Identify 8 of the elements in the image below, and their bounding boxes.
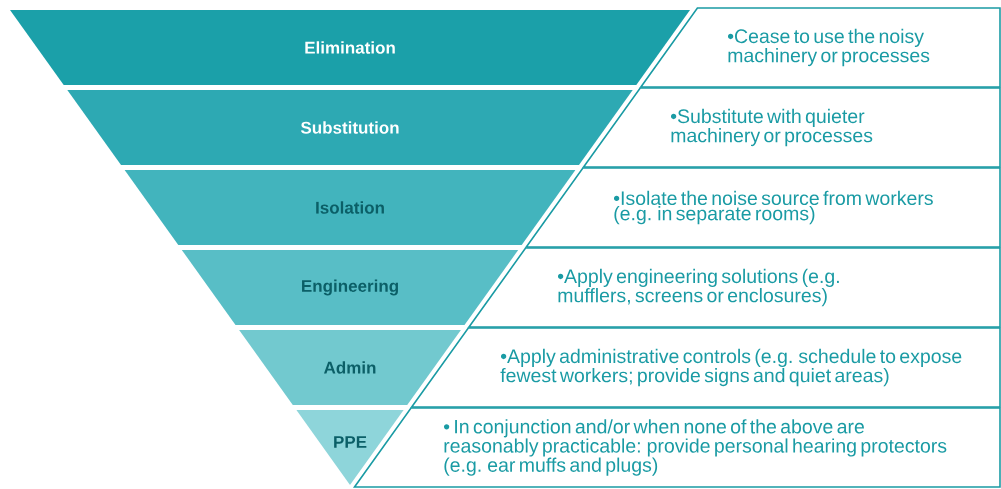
description-box: •Substitute with quieter machinery or processes (582, 87, 1001, 168)
pyramid-band: Substitution (67, 90, 633, 165)
pyramid-band: PPE (296, 410, 404, 485)
pyramid-band: Admin (239, 330, 461, 405)
pyramid-band: Elimination (10, 10, 690, 85)
pyramid-band: Engineering (181, 250, 519, 325)
pyramid-band: Isolation (124, 170, 576, 245)
description-box: •Apply administrative controls (e.g. schedule to expose fewest workers; provide signs and quiet areas) (410, 327, 1001, 408)
